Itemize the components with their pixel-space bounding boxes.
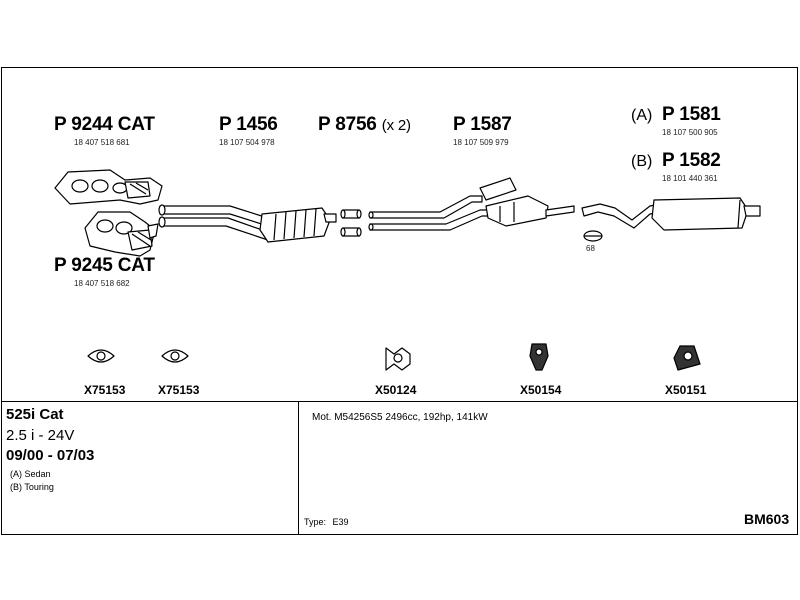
hanger-icon[interactable]: [529, 343, 549, 371]
connector-pipes-drawing[interactable]: [340, 209, 362, 237]
part-p1456-code[interactable]: P 1456: [219, 114, 278, 135]
mount-icon[interactable]: [673, 345, 701, 371]
info-column-divider: [298, 401, 299, 535]
part-p1581-code[interactable]: P 1581: [662, 104, 721, 125]
center-pipe-drawing[interactable]: [368, 177, 575, 231]
accessory-code-3[interactable]: X50124: [375, 383, 417, 397]
gasket-icon[interactable]: [161, 349, 189, 363]
diagram-frame: [1, 67, 798, 535]
accessory-code-1[interactable]: X75153: [84, 383, 126, 397]
clamp-size-label: 68: [586, 244, 595, 253]
info-divider: [1, 401, 798, 402]
accessory-code-5[interactable]: X50151: [665, 383, 707, 397]
part-p8756-qty: (x 2): [381, 117, 411, 134]
rear-muffler-drawing[interactable]: [581, 197, 761, 231]
type-label: Type: E39: [304, 517, 349, 527]
type-value: E39: [332, 517, 349, 527]
part-p1582-ref: 18 101 440 361: [662, 174, 718, 183]
diagram-code: BM603: [744, 511, 790, 527]
vehicle-variant-b: (B) Touring: [10, 482, 54, 492]
part-p9244-code[interactable]: P 9244 CAT: [54, 114, 155, 135]
part-p9245-ref: 18 407 518 682: [74, 279, 130, 288]
part-p1587-ref: 18 107 509 979: [453, 138, 509, 147]
gasket-icon[interactable]: [87, 349, 115, 363]
manifold-cat-lower-drawing[interactable]: [84, 211, 159, 257]
manifold-cat-upper-drawing[interactable]: [54, 169, 163, 205]
part-p8756-number: P 8756: [318, 114, 377, 135]
part-p1581-ref: 18 107 500 905: [662, 128, 718, 137]
front-pipe-drawing[interactable]: [158, 204, 337, 243]
clamp-icon[interactable]: [385, 347, 411, 371]
part-p9245-code[interactable]: P 9245 CAT: [54, 255, 155, 276]
vehicle-years: 09/00 - 07/03: [6, 447, 95, 464]
part-p1456-ref: 18 107 504 978: [219, 138, 275, 147]
pipe-clamp-drawing[interactable]: [583, 230, 603, 242]
part-p1581-variant: (A): [631, 107, 653, 124]
type-label-text: Type:: [304, 517, 327, 527]
part-p8756-code[interactable]: P 8756 (x 2): [318, 114, 411, 136]
accessory-code-4[interactable]: X50154: [520, 383, 562, 397]
vehicle-model: 525i Cat: [6, 406, 64, 423]
part-p1587-code[interactable]: P 1587: [453, 114, 512, 135]
part-p9244-ref: 18 407 518 681: [74, 138, 130, 147]
vehicle-variant-a: (A) Sedan: [10, 469, 51, 479]
accessory-code-2[interactable]: X75153: [158, 383, 200, 397]
part-p1582-variant: (B): [631, 153, 653, 170]
part-p1582-code[interactable]: P 1582: [662, 150, 721, 171]
vehicle-engine: 2.5 i - 24V: [6, 427, 75, 444]
motor-spec: Mot. M54256S5 2496cc, 192hp, 141kW: [312, 412, 488, 423]
